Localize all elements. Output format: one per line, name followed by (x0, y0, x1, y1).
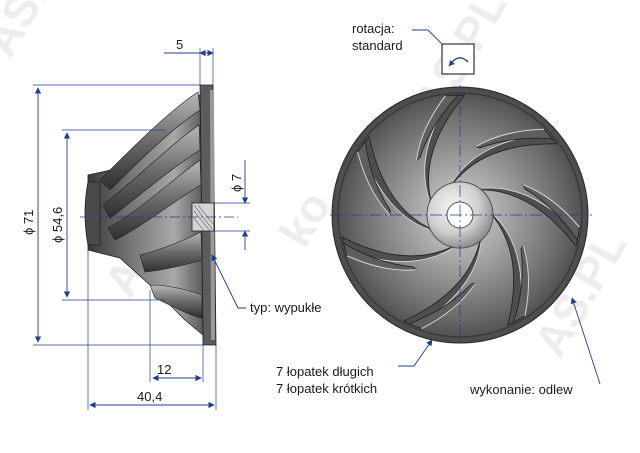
side-blade (99, 91, 201, 191)
blade-highlight (346, 255, 417, 271)
dim-total-length: 40,4 (137, 389, 162, 404)
blade-highlight (415, 95, 446, 161)
rotation-title: rotacja: (352, 21, 395, 36)
manufacture-label: wykonanie: odlew (469, 382, 573, 397)
rotation-arrow-icon (441, 43, 475, 75)
rotation-leader (412, 29, 445, 47)
dim-inducer-diameter: ϕ 54,6 (50, 207, 65, 243)
hub-nose (84, 181, 101, 246)
rotation-value: standard (352, 38, 403, 53)
side-dimensions: 5 ϕ 71 ϕ 54,6 ϕ 7 12 40,4 typ: wypukłe (21, 37, 322, 410)
back-type-leader (211, 254, 246, 309)
blade-highlight (522, 184, 580, 228)
side-view (80, 84, 238, 346)
blade-highlight (475, 128, 544, 148)
watermark-text: AS.PL (0, 0, 86, 65)
back-type-label: typ: wypukłe (250, 300, 322, 315)
blades-short-label: 7 łopatek krótkich (276, 381, 377, 396)
front-annotations: rotacja: standard 7 łopatek długich 7 ło… (276, 21, 601, 397)
front-blades (341, 94, 580, 330)
side-blade (107, 159, 202, 241)
dim-outer-diameter: ϕ 71 (21, 210, 36, 235)
dim-hub-length: 12 (157, 362, 171, 377)
dim-bore-diameter: ϕ 7 (229, 174, 244, 192)
side-blade (139, 231, 203, 273)
side-blade (149, 284, 203, 319)
watermark-text: ko (269, 183, 341, 255)
blade-highlight (522, 245, 529, 316)
side-blade (102, 124, 201, 219)
manufacture-leader (570, 297, 601, 385)
blades-long-label: 7 łopatek długich (276, 364, 374, 379)
blades-leader (398, 339, 433, 367)
front-view (330, 85, 592, 345)
blade-highlight (357, 152, 391, 216)
blade-highlight (421, 282, 476, 330)
dim-top-width: 5 (176, 37, 183, 52)
